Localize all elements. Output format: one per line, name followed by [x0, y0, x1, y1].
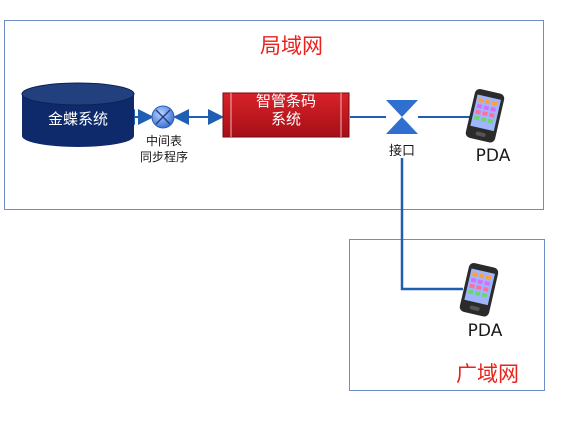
pda-wan-label: PDA: [467, 321, 503, 341]
interface-label: 接口: [388, 144, 415, 159]
sync-program-label: 中间表 同步程序: [139, 134, 188, 164]
wan-zone: [349, 239, 545, 391]
pda-lan-label: PDA: [475, 146, 511, 166]
sync-node-icon: [151, 105, 175, 129]
wan-label: 广域网: [456, 362, 519, 386]
pda-icon-lan: [465, 88, 505, 143]
barcode-system-label: 智管条码 系统: [255, 92, 316, 128]
barcode-system-box: [222, 92, 350, 138]
kingdee-system-label: 金蝶系统: [47, 110, 108, 128]
lan-zone: [4, 20, 544, 210]
database-icon: [21, 82, 135, 147]
lan-label: 局域网: [260, 34, 323, 58]
pda-icon-wan: [459, 262, 499, 317]
connector-interface-pda-wan: [400, 158, 463, 291]
interface-icon: [386, 100, 418, 134]
